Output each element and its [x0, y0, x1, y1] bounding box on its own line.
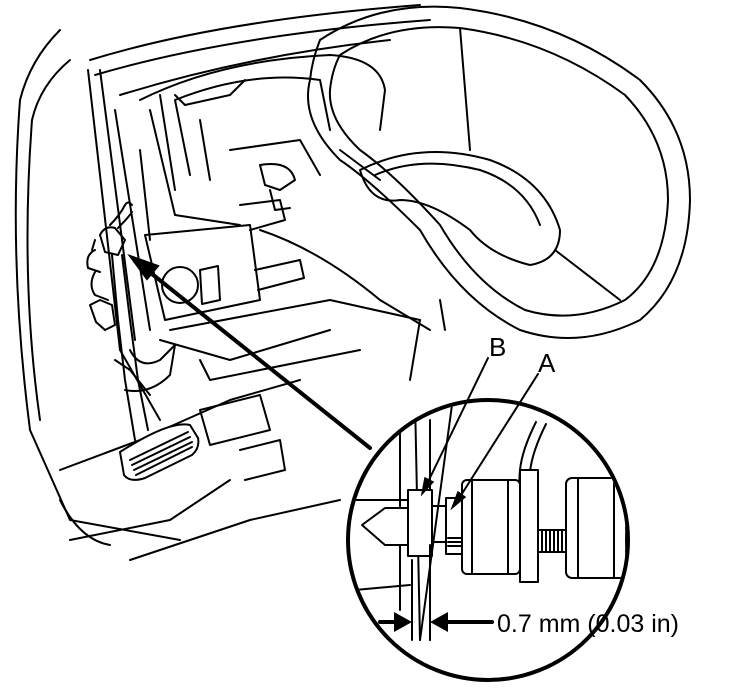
clearance-label: 0.7 mm (0.03 in) [497, 610, 679, 638]
brake-pedal-pad [119, 423, 200, 481]
arrowhead-icon [127, 253, 160, 281]
arrow-left-icon [430, 612, 448, 632]
clearance-dimension [378, 544, 494, 641]
brake-pedal-assembly [86, 201, 149, 441]
leader-arrowhead-b-icon [420, 476, 435, 497]
part-a-label: A [538, 348, 556, 378]
leader-arrowhead-a-icon [450, 490, 467, 511]
detail-callout-arrow [127, 253, 372, 450]
arrow-right-icon [394, 612, 412, 632]
dashboard-illustration [14, 4, 446, 561]
part-b-label: B [489, 332, 506, 362]
leader-lines [425, 357, 539, 501]
steering-wheel [307, 5, 691, 339]
